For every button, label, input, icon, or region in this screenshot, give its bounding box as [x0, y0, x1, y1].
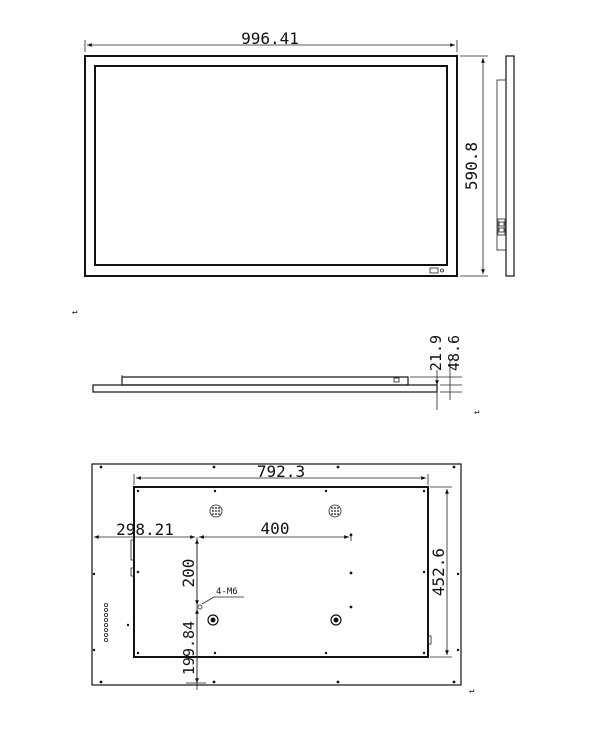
vesa-h-label: 400 [261, 519, 290, 538]
back-width-label: 792.3 [257, 462, 305, 481]
side-view-body [121, 376, 409, 386]
side-profile-panel [505, 55, 515, 277]
vesa-hole-bottom-right [330, 614, 342, 626]
screw-leader-line [201, 596, 215, 605]
front-outer-frame [84, 55, 458, 277]
side-profile-back [496, 79, 507, 251]
side-dim-21-9: 21.9 [427, 335, 445, 371]
return-mark-3: ↵ [469, 686, 474, 696]
front-width-label: 996.41 [241, 29, 299, 48]
back-height-label: 452.6 [429, 548, 448, 596]
front-view: 996.41 590.8 [84, 29, 515, 277]
front-height-label: 590.8 [462, 142, 481, 190]
speaker-grille-right [328, 504, 342, 518]
front-screen [94, 65, 448, 266]
side-view: 21.9 48.6 [92, 335, 463, 410]
return-mark-1: ↵ [72, 307, 77, 317]
front-port-dot [440, 268, 444, 273]
vesa-v-label: 200 [179, 559, 198, 588]
vesa-hole-bottom-left [207, 614, 219, 626]
offset-label: 298.21 [116, 520, 174, 539]
screw-label: 4-M6 [216, 587, 238, 597]
side-dim-48-6: 48.6 [445, 335, 463, 371]
side-profile-connector [497, 218, 506, 236]
side-buttons [104, 539, 432, 645]
vesa-holes [197, 604, 342, 626]
back-view: 792.3 452.6 298.21 400 200 199.84 4-M6 [91, 462, 462, 690]
speaker-grille-left [209, 504, 223, 518]
front-port-icon [429, 267, 439, 274]
return-mark-2: ↵ [474, 407, 479, 417]
back-outer-frame [91, 463, 462, 686]
side-view-bezel [92, 384, 438, 393]
frame-screw-dots [92, 465, 460, 684]
bottom-offset-label: 199.84 [180, 621, 198, 675]
